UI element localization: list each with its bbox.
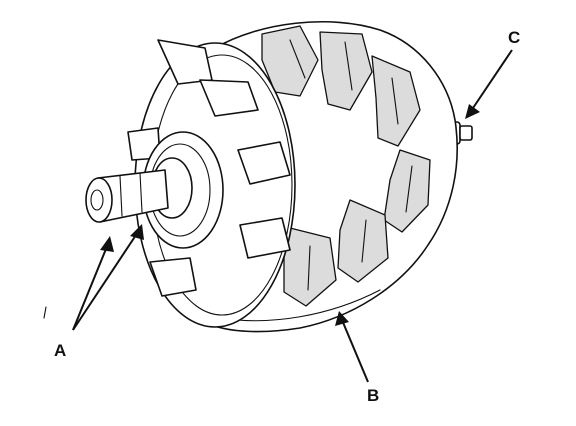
claw-pole	[337, 199, 389, 283]
front-claw-tab	[149, 257, 197, 297]
front-claw-tab	[237, 141, 291, 185]
claw-pole	[319, 31, 373, 111]
callout-b-label: B	[367, 386, 379, 405]
callout-a: A	[54, 224, 144, 360]
front-claw-tab	[199, 79, 259, 117]
claw-pole	[371, 55, 421, 147]
callout-c: C	[465, 28, 520, 119]
callout-a-label: A	[54, 341, 66, 360]
callout-c-label: C	[508, 28, 520, 47]
front-claw-tab	[239, 217, 291, 259]
front-shaft	[85, 169, 169, 223]
stray-mark	[43, 306, 47, 319]
claw-pole	[383, 149, 431, 233]
callout-b: B	[335, 311, 379, 405]
claw-pole	[261, 25, 319, 97]
